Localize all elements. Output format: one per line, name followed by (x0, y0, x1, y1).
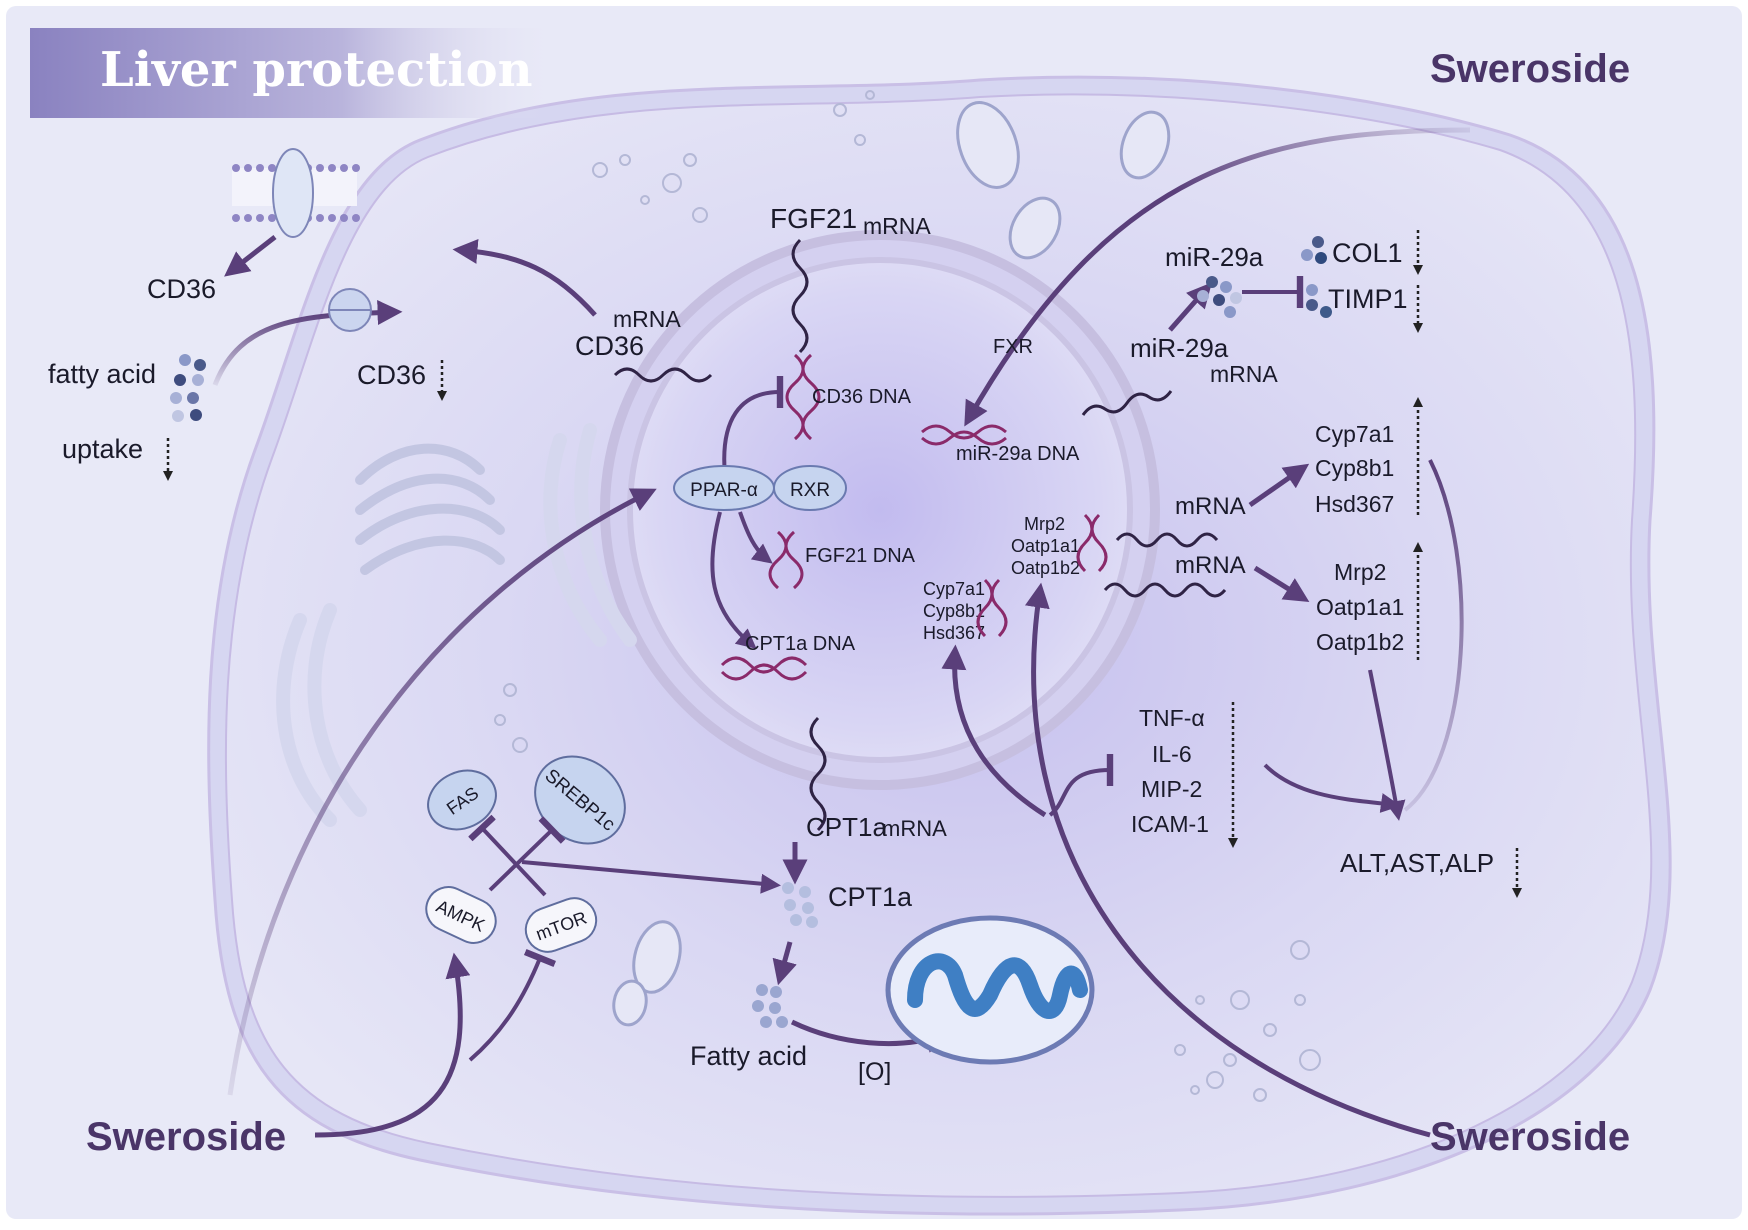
golgi-icon (355, 443, 505, 575)
mir29a-mrna-sub-label: mRNA (1210, 361, 1278, 387)
mrna-2-label: mRNA (1175, 552, 1246, 579)
il6-label: IL-6 (1152, 741, 1192, 767)
mtor-node[interactable] (520, 892, 603, 958)
fgf21-dna-label: FGF21 DNA (805, 545, 916, 567)
fgf21-mrna-main-label: FGF21 (770, 203, 857, 234)
mitochondrion-icon (612, 101, 1171, 1027)
mrp2-nuclear-label: Mrp2 (1024, 514, 1065, 534)
lipid-bilayer-icon (232, 148, 360, 238)
mir29a-mrna-main-label: miR-29a (1130, 333, 1229, 363)
cpt1a-dna-label: CPT1a DNA (745, 633, 856, 655)
fxr-label: FXR (993, 336, 1033, 358)
mir29a-dna-label: miR-29a DNA (956, 443, 1080, 465)
cpt1a-dna-helix-icon (720, 656, 808, 681)
oxidation-label: [O] (858, 1058, 891, 1086)
cd36-dna-label: CD36 DNA (812, 386, 912, 408)
nucleus-inner (627, 257, 1133, 763)
mrna-strand-2-icon (1103, 582, 1227, 598)
fatty-acid-cap-label: Fatty acid (690, 1041, 807, 1071)
cd36-membrane-label: CD36 (147, 274, 216, 304)
hsd367-label: Hsd367 (1315, 491, 1394, 517)
col1-dots-icon (1301, 236, 1327, 264)
oatp1a1-label: Oatp1a1 (1316, 594, 1404, 620)
mir29a-label: miR-29a (1165, 242, 1264, 272)
cpt1a-mrna-sub-label: mRNA (882, 816, 947, 841)
mrp2-label: Mrp2 (1334, 559, 1386, 585)
title: Liver protection (100, 42, 533, 98)
ppar-alpha-label: PPAR-α (690, 480, 758, 501)
fgf21-mrna-sub-label: mRNA (863, 213, 931, 239)
cyp8b1-label: Cyp8b1 (1315, 455, 1394, 481)
fatty-acid-dots-2-icon (752, 984, 788, 1028)
sweroside-bottom-right: Sweroside (1430, 1115, 1630, 1159)
mir29a-dots-icon (1197, 276, 1242, 318)
fatty-acid-label: fatty acid (48, 359, 156, 389)
sweroside-bottom-left: Sweroside (86, 1115, 286, 1159)
transporter-dna-helix-icon (1076, 513, 1108, 573)
fatty-acid-dots-icon (170, 354, 206, 422)
col1-label: COL1 (1332, 238, 1403, 268)
cpt1a-protein-dots-icon (782, 882, 818, 928)
cd36-mrna-label: CD36 (575, 331, 644, 361)
cpt1a-mrna-main-label: CPT1a (806, 812, 887, 842)
mitochondrion-large-icon (885, 915, 1095, 1065)
cpt1a-label: CPT1a (828, 882, 913, 912)
cd36-mrna-sup-label: mRNA (613, 306, 681, 332)
fgf21-mrna-strand-icon (791, 238, 809, 354)
cyp8b1-nuclear-label: Cyp8b1 (923, 601, 985, 621)
hsd367-nuclear-label: Hsd367 (923, 623, 985, 643)
cyp7a1-nuclear-label: Cyp7a1 (923, 579, 985, 599)
rxr-label: RXR (790, 480, 830, 501)
oatp1b2-label: Oatp1b2 (1316, 629, 1404, 655)
tnf-alpha-label: TNF-α (1139, 705, 1205, 731)
sweroside-top-right: Sweroside (1430, 47, 1630, 91)
liver-enzymes-label: ALT,AST,ALP (1340, 848, 1494, 878)
uptake-label: uptake (62, 434, 143, 464)
cd36-transporter-icon (272, 148, 314, 238)
cyp7a1-label: Cyp7a1 (1315, 421, 1394, 447)
oatp1b2-nuclear-label: Oatp1b2 (1011, 558, 1080, 578)
cd36-down-label: CD36 (357, 360, 426, 390)
endoplasmic-reticulum-icon (276, 423, 637, 827)
cpt1a-mrna-strand-icon (809, 716, 827, 832)
mir29a-mrna-strand-icon (1081, 390, 1173, 416)
rxr-node[interactable] (773, 465, 847, 511)
mir29a-dna-helix-icon (921, 424, 1007, 446)
cd36-mrna-strand-icon (613, 367, 713, 383)
mrna-1-label: mRNA (1175, 493, 1246, 520)
vesicle-cluster-icon (494, 90, 1321, 1102)
timp1-dots-icon (1306, 284, 1332, 318)
fgf21-dna-helix-icon (768, 530, 804, 590)
bile-acid-dna-helix-icon (976, 578, 1008, 638)
cd36-dna-helix-icon (785, 353, 821, 441)
timp1-label: TIMP1 (1328, 284, 1408, 314)
ampk-node[interactable] (419, 880, 503, 950)
icam1-label: ICAM-1 (1131, 811, 1209, 837)
title-band (30, 28, 550, 118)
oatp1a1-nuclear-label: Oatp1a1 (1011, 536, 1080, 556)
mip2-label: MIP-2 (1141, 776, 1202, 802)
mrna-strand-1-icon (1115, 532, 1219, 548)
